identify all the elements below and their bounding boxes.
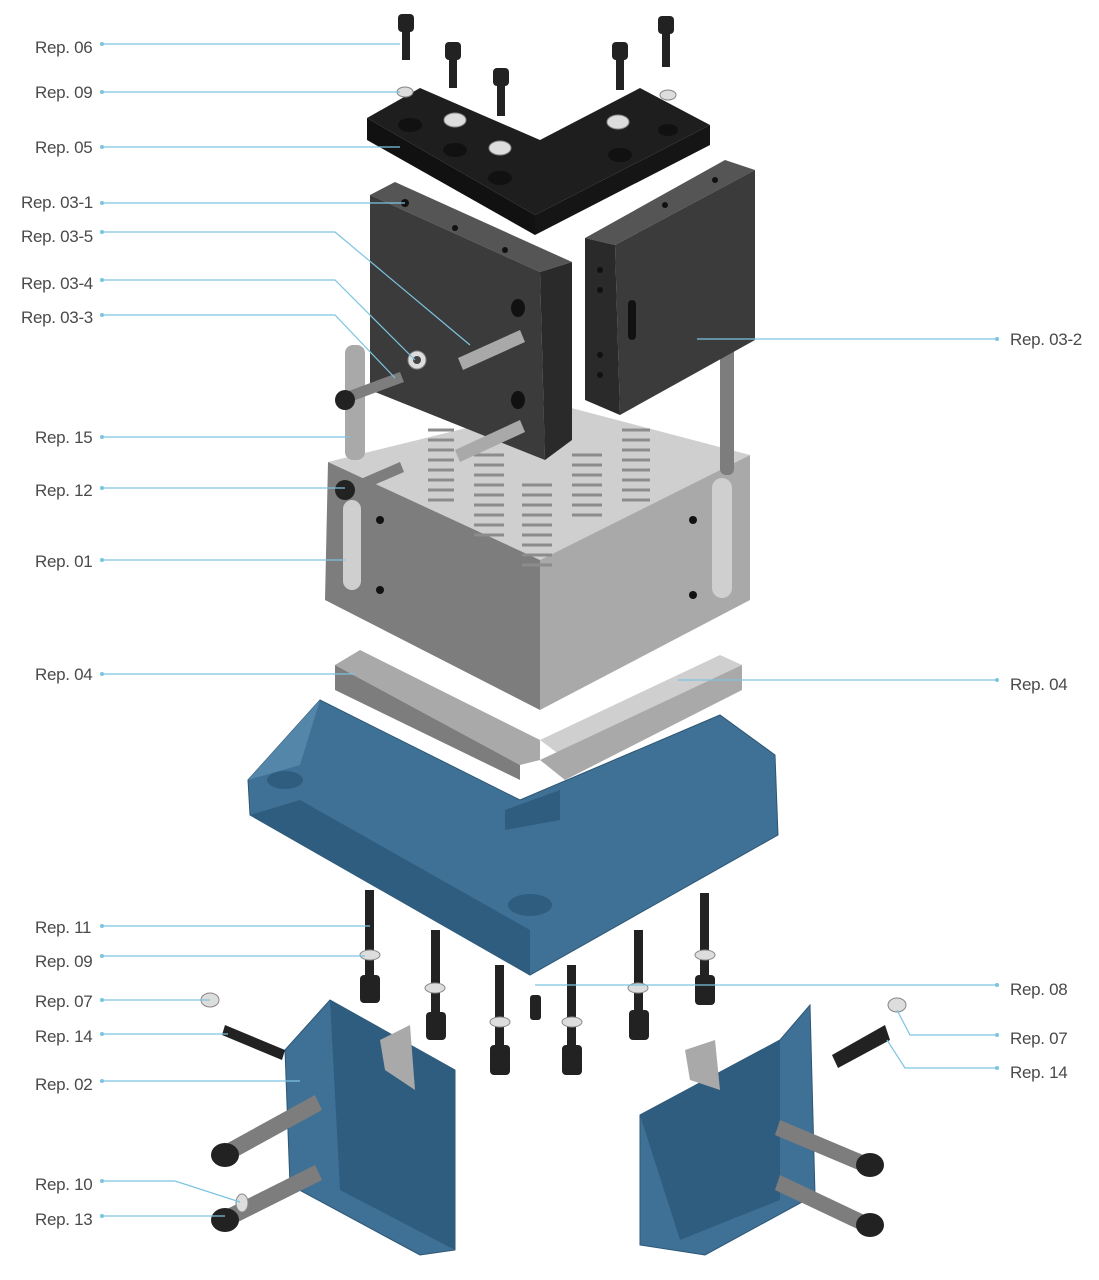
top-screws xyxy=(396,14,677,116)
label-rep-03-2: Rep. 03-2 xyxy=(1010,330,1082,349)
label-rep-03-3: Rep. 03-3 xyxy=(21,308,93,327)
label-rep-15: Rep. 15 xyxy=(35,428,92,447)
base-body xyxy=(247,699,779,976)
label-rep-09: Rep. 09 xyxy=(35,83,92,102)
label-rep-03-4: Rep. 03-4 xyxy=(21,274,93,293)
top-plate xyxy=(367,88,710,235)
upper-block-left xyxy=(335,182,572,500)
label-rep-07-right: Rep. 07 xyxy=(1010,1029,1067,1048)
label-rep-07-left: Rep. 07 xyxy=(35,992,92,1011)
label-rep-11: Rep. 11 xyxy=(35,918,91,937)
jaw-right xyxy=(639,997,907,1256)
label-rep-04-left: Rep. 04 xyxy=(35,665,92,684)
label-rep-03-5: Rep. 03-5 xyxy=(21,227,93,246)
label-rep-12: Rep. 12 xyxy=(35,481,92,500)
labels-right: Rep. 03-2 Rep. 04 Rep. 08 Rep. 07 Rep. 1… xyxy=(1010,330,1082,1082)
label-rep-02: Rep. 02 xyxy=(35,1075,92,1094)
labels-left: Rep. 06 Rep. 09 Rep. 05 Rep. 03-1 Rep. 0… xyxy=(21,38,93,1229)
label-rep-08: Rep. 08 xyxy=(1010,980,1067,999)
bottom-screws xyxy=(359,890,716,1075)
jaw-left xyxy=(200,992,456,1256)
label-rep-14-right: Rep. 14 xyxy=(1010,1063,1067,1082)
label-rep-09-bottom: Rep. 09 xyxy=(35,952,92,971)
label-rep-10: Rep. 10 xyxy=(35,1175,92,1194)
guide-pin-right xyxy=(720,340,734,475)
label-rep-03-1: Rep. 03-1 xyxy=(21,193,93,212)
label-rep-06: Rep. 06 xyxy=(35,38,92,57)
label-rep-04-right: Rep. 04 xyxy=(1010,675,1067,694)
label-rep-14-left: Rep. 14 xyxy=(35,1027,92,1046)
label-rep-13: Rep. 13 xyxy=(35,1210,92,1229)
springs xyxy=(428,428,650,567)
leader-lines xyxy=(100,42,999,1218)
label-rep-01: Rep. 01 xyxy=(35,552,92,571)
upper-block-right xyxy=(585,160,755,415)
guide-pin-left xyxy=(345,345,365,460)
label-rep-05: Rep. 05 xyxy=(35,138,92,157)
main-block xyxy=(325,405,750,710)
